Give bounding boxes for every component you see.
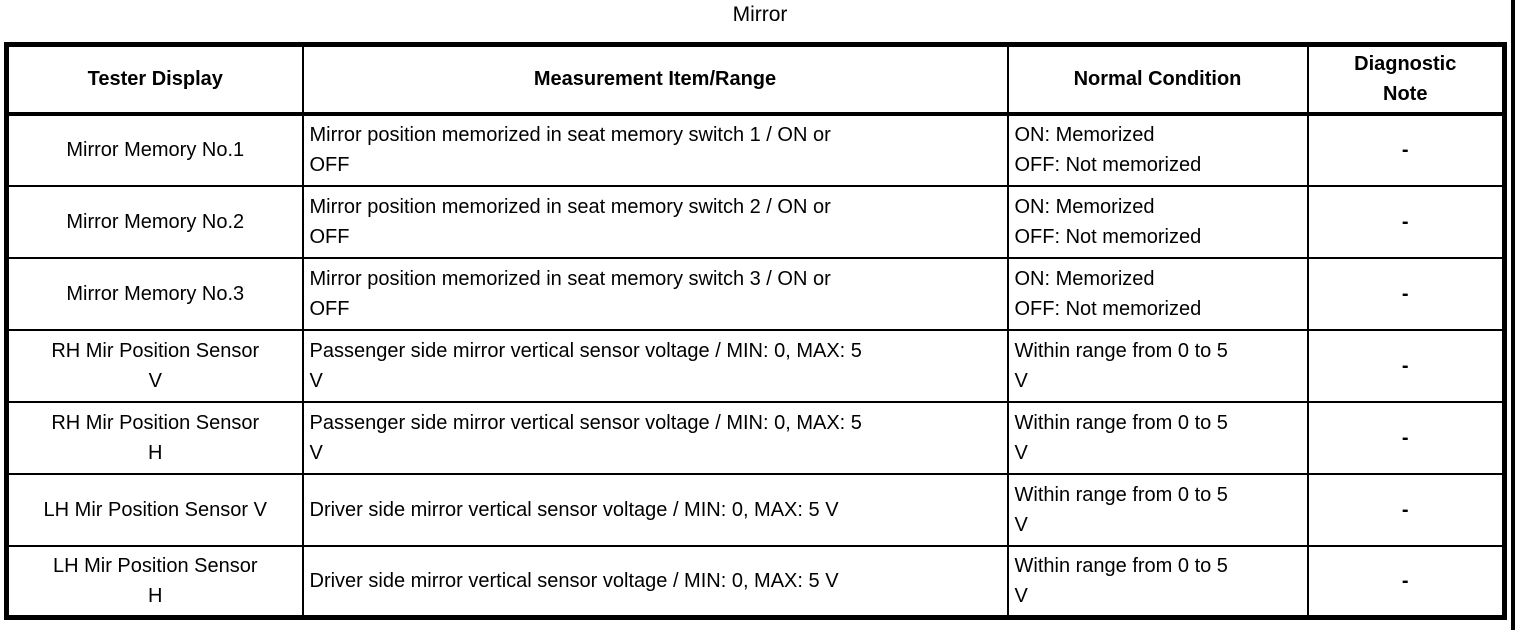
table-row: RH Mir Position Sensor V Passenger side … (5, 328, 1506, 403)
cell-measurement-item-range: Passenger side mirror vertical sensor vo… (301, 328, 1009, 403)
tester-display-table: Tester Display Measurement Item/Range No… (4, 42, 1507, 620)
cell-normal-condition: Within range from 0 to 5 V (1006, 400, 1309, 475)
cell-normal-condition: Within range from 0 to 5 V (1006, 472, 1309, 547)
table-header-row: Tester Display Measurement Item/Range No… (5, 43, 1506, 116)
page-title: Mirror (732, 3, 788, 26)
cell-diagnostic-note: - (1306, 328, 1506, 403)
cell-tester-display: Mirror Memory No.3 (5, 256, 304, 331)
header-diagnostic-note: Diagnostic Note (1306, 43, 1506, 116)
cell-tester-display: RH Mir Position Sensor H (5, 400, 304, 475)
cell-normal-condition: ON: Memorized OFF: Not memorized (1006, 184, 1309, 259)
cell-normal-condition: Within range from 0 to 5 V (1006, 544, 1309, 619)
page-frame-right-border (1511, 0, 1515, 630)
table-row: Mirror Memory No.3 Mirror position memor… (5, 256, 1506, 331)
cell-tester-display: RH Mir Position Sensor V (5, 328, 304, 403)
table-row: RH Mir Position Sensor H Passenger side … (5, 400, 1506, 475)
header-normal-condition: Normal Condition (1006, 43, 1309, 116)
cell-measurement-item-range: Mirror position memorized in seat memory… (301, 184, 1009, 259)
cell-measurement-item-range: Passenger side mirror vertical sensor vo… (301, 400, 1009, 475)
cell-measurement-item-range: Driver side mirror vertical sensor volta… (301, 472, 1009, 547)
table-row: LH Mir Position Sensor V Driver side mir… (5, 472, 1506, 547)
cell-normal-condition: Within range from 0 to 5 V (1006, 328, 1309, 403)
table-row: LH Mir Position Sensor H Driver side mir… (5, 544, 1506, 619)
cell-measurement-item-range: Driver side mirror vertical sensor volta… (301, 544, 1009, 619)
cell-diagnostic-note: - (1306, 256, 1506, 331)
cell-tester-display: LH Mir Position Sensor H (5, 544, 304, 619)
header-measurement-item-range: Measurement Item/Range (301, 43, 1009, 116)
table-row: Mirror Memory No.1 Mirror position memor… (5, 112, 1506, 187)
cell-diagnostic-note: - (1306, 400, 1506, 475)
cell-tester-display: Mirror Memory No.1 (5, 112, 304, 187)
cell-tester-display: Mirror Memory No.2 (5, 184, 304, 259)
table-row: Mirror Memory No.2 Mirror position memor… (5, 184, 1506, 259)
cell-diagnostic-note: - (1306, 544, 1506, 619)
cell-diagnostic-note: - (1306, 184, 1506, 259)
cell-tester-display: LH Mir Position Sensor V (5, 472, 304, 547)
header-tester-display: Tester Display (5, 43, 304, 116)
cell-normal-condition: ON: Memorized OFF: Not memorized (1006, 112, 1309, 187)
cell-measurement-item-range: Mirror position memorized in seat memory… (301, 256, 1009, 331)
cell-measurement-item-range: Mirror position memorized in seat memory… (301, 112, 1009, 187)
cell-diagnostic-note: - (1306, 472, 1506, 547)
cell-diagnostic-note: - (1306, 112, 1506, 187)
cell-normal-condition: ON: Memorized OFF: Not memorized (1006, 256, 1309, 331)
